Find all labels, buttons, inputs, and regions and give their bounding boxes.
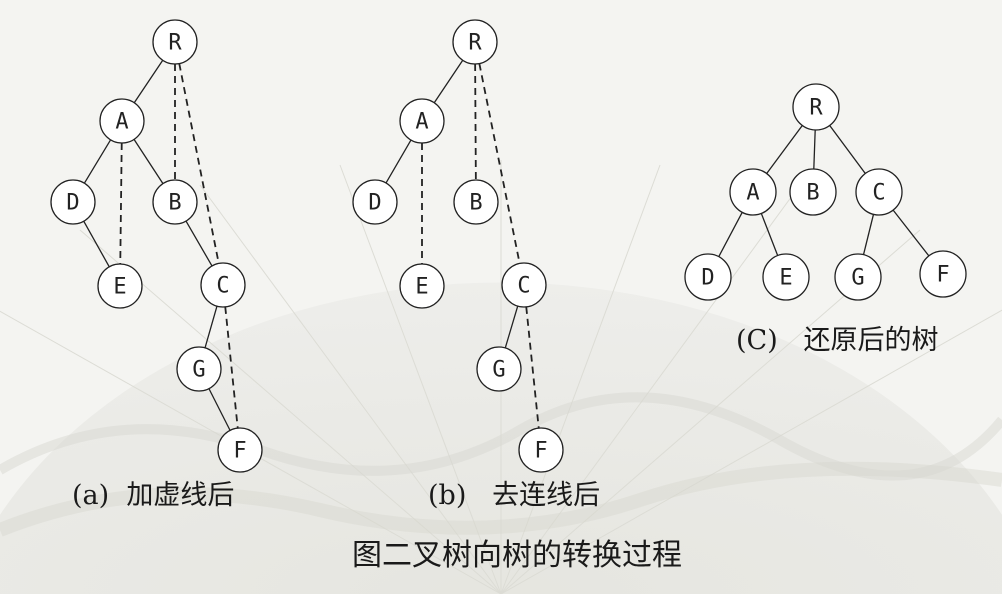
node-label: G bbox=[851, 266, 864, 291]
node-label: C bbox=[517, 274, 530, 299]
edge-d-e bbox=[83, 220, 110, 268]
node-d: D bbox=[352, 179, 398, 225]
edge-c-g bbox=[204, 305, 218, 349]
node-label: D bbox=[66, 191, 79, 216]
node-b: B bbox=[152, 179, 198, 225]
node-f: F bbox=[518, 427, 564, 473]
node-label: R bbox=[809, 96, 823, 121]
node-label: A bbox=[746, 181, 759, 206]
edge-c-g bbox=[504, 305, 519, 349]
panel-b-tree: R A D B E C G F bbox=[352, 19, 564, 473]
node-e: E bbox=[762, 253, 810, 301]
edge-a-d bbox=[385, 139, 412, 184]
node-label: B bbox=[469, 191, 482, 216]
node-label: A bbox=[415, 110, 428, 135]
edge-a-e bbox=[760, 213, 779, 256]
dashed-edge-r-b bbox=[474, 63, 477, 181]
node-e: E bbox=[399, 263, 445, 309]
node-label: R bbox=[468, 31, 482, 56]
node-label: F bbox=[534, 439, 547, 464]
node-label: C bbox=[216, 274, 229, 299]
node-g: G bbox=[476, 346, 522, 392]
node-f: F bbox=[919, 250, 967, 298]
node-label: G bbox=[492, 358, 505, 383]
node-label: B bbox=[806, 181, 819, 206]
edge-r-c bbox=[829, 125, 866, 174]
node-a: A bbox=[399, 98, 445, 144]
node-g: G bbox=[834, 253, 882, 301]
node-a: A bbox=[99, 98, 145, 144]
edge-c-f bbox=[892, 209, 930, 257]
edge-a-b bbox=[133, 139, 164, 184]
panel-a-tree: R A D B E C G F bbox=[50, 19, 263, 473]
node-r: R bbox=[792, 83, 840, 131]
node-d: D bbox=[684, 253, 732, 301]
node-label: F bbox=[936, 263, 949, 288]
dashed-edge-r-c bbox=[178, 63, 220, 264]
node-label: B bbox=[168, 191, 181, 216]
node-d: D bbox=[50, 179, 96, 225]
node-f: F bbox=[217, 427, 263, 473]
node-c: C bbox=[855, 168, 903, 216]
dashed-edge-a-e bbox=[119, 142, 123, 265]
node-label: E bbox=[415, 275, 428, 300]
node-label: R bbox=[168, 31, 182, 56]
caption-a: (a) 加虚线后 bbox=[72, 480, 235, 511]
edge-r-a bbox=[766, 125, 803, 174]
dashed-edge-c-f bbox=[525, 306, 540, 429]
caption-c: (C) 还原后的树 bbox=[736, 325, 939, 356]
edge-r-a bbox=[433, 59, 464, 104]
edge-a-d bbox=[83, 139, 112, 184]
node-a: A bbox=[729, 168, 777, 216]
node-label: D bbox=[701, 266, 714, 291]
dashed-edge-c-f bbox=[224, 306, 239, 429]
node-label: G bbox=[192, 358, 205, 383]
node-c: C bbox=[501, 262, 547, 308]
node-b: B bbox=[789, 168, 837, 216]
edge-c-g bbox=[862, 214, 875, 255]
node-b: B bbox=[453, 179, 499, 225]
node-label: E bbox=[779, 266, 792, 291]
node-g: G bbox=[176, 346, 222, 392]
node-label: C bbox=[872, 181, 885, 206]
edge-b-c bbox=[185, 220, 213, 267]
node-label: A bbox=[115, 110, 128, 135]
node-label: E bbox=[113, 275, 126, 300]
node-e: E bbox=[97, 263, 143, 309]
edge-g-f bbox=[208, 388, 231, 431]
edge-a-d bbox=[718, 212, 743, 257]
node-r: R bbox=[452, 19, 498, 65]
node-r: R bbox=[152, 19, 198, 65]
edge-r-b bbox=[813, 129, 816, 170]
node-c: C bbox=[200, 262, 246, 308]
edge-r-a bbox=[133, 59, 164, 104]
panel-c-tree: R A B C D E G F bbox=[684, 83, 967, 301]
node-label: D bbox=[368, 191, 381, 216]
caption-b: (b) 去连线后 bbox=[428, 480, 601, 511]
figure-title: 图二叉树向树的转换过程 bbox=[352, 538, 682, 573]
node-label: F bbox=[233, 439, 246, 464]
dashed-edge-r-c bbox=[478, 63, 521, 264]
